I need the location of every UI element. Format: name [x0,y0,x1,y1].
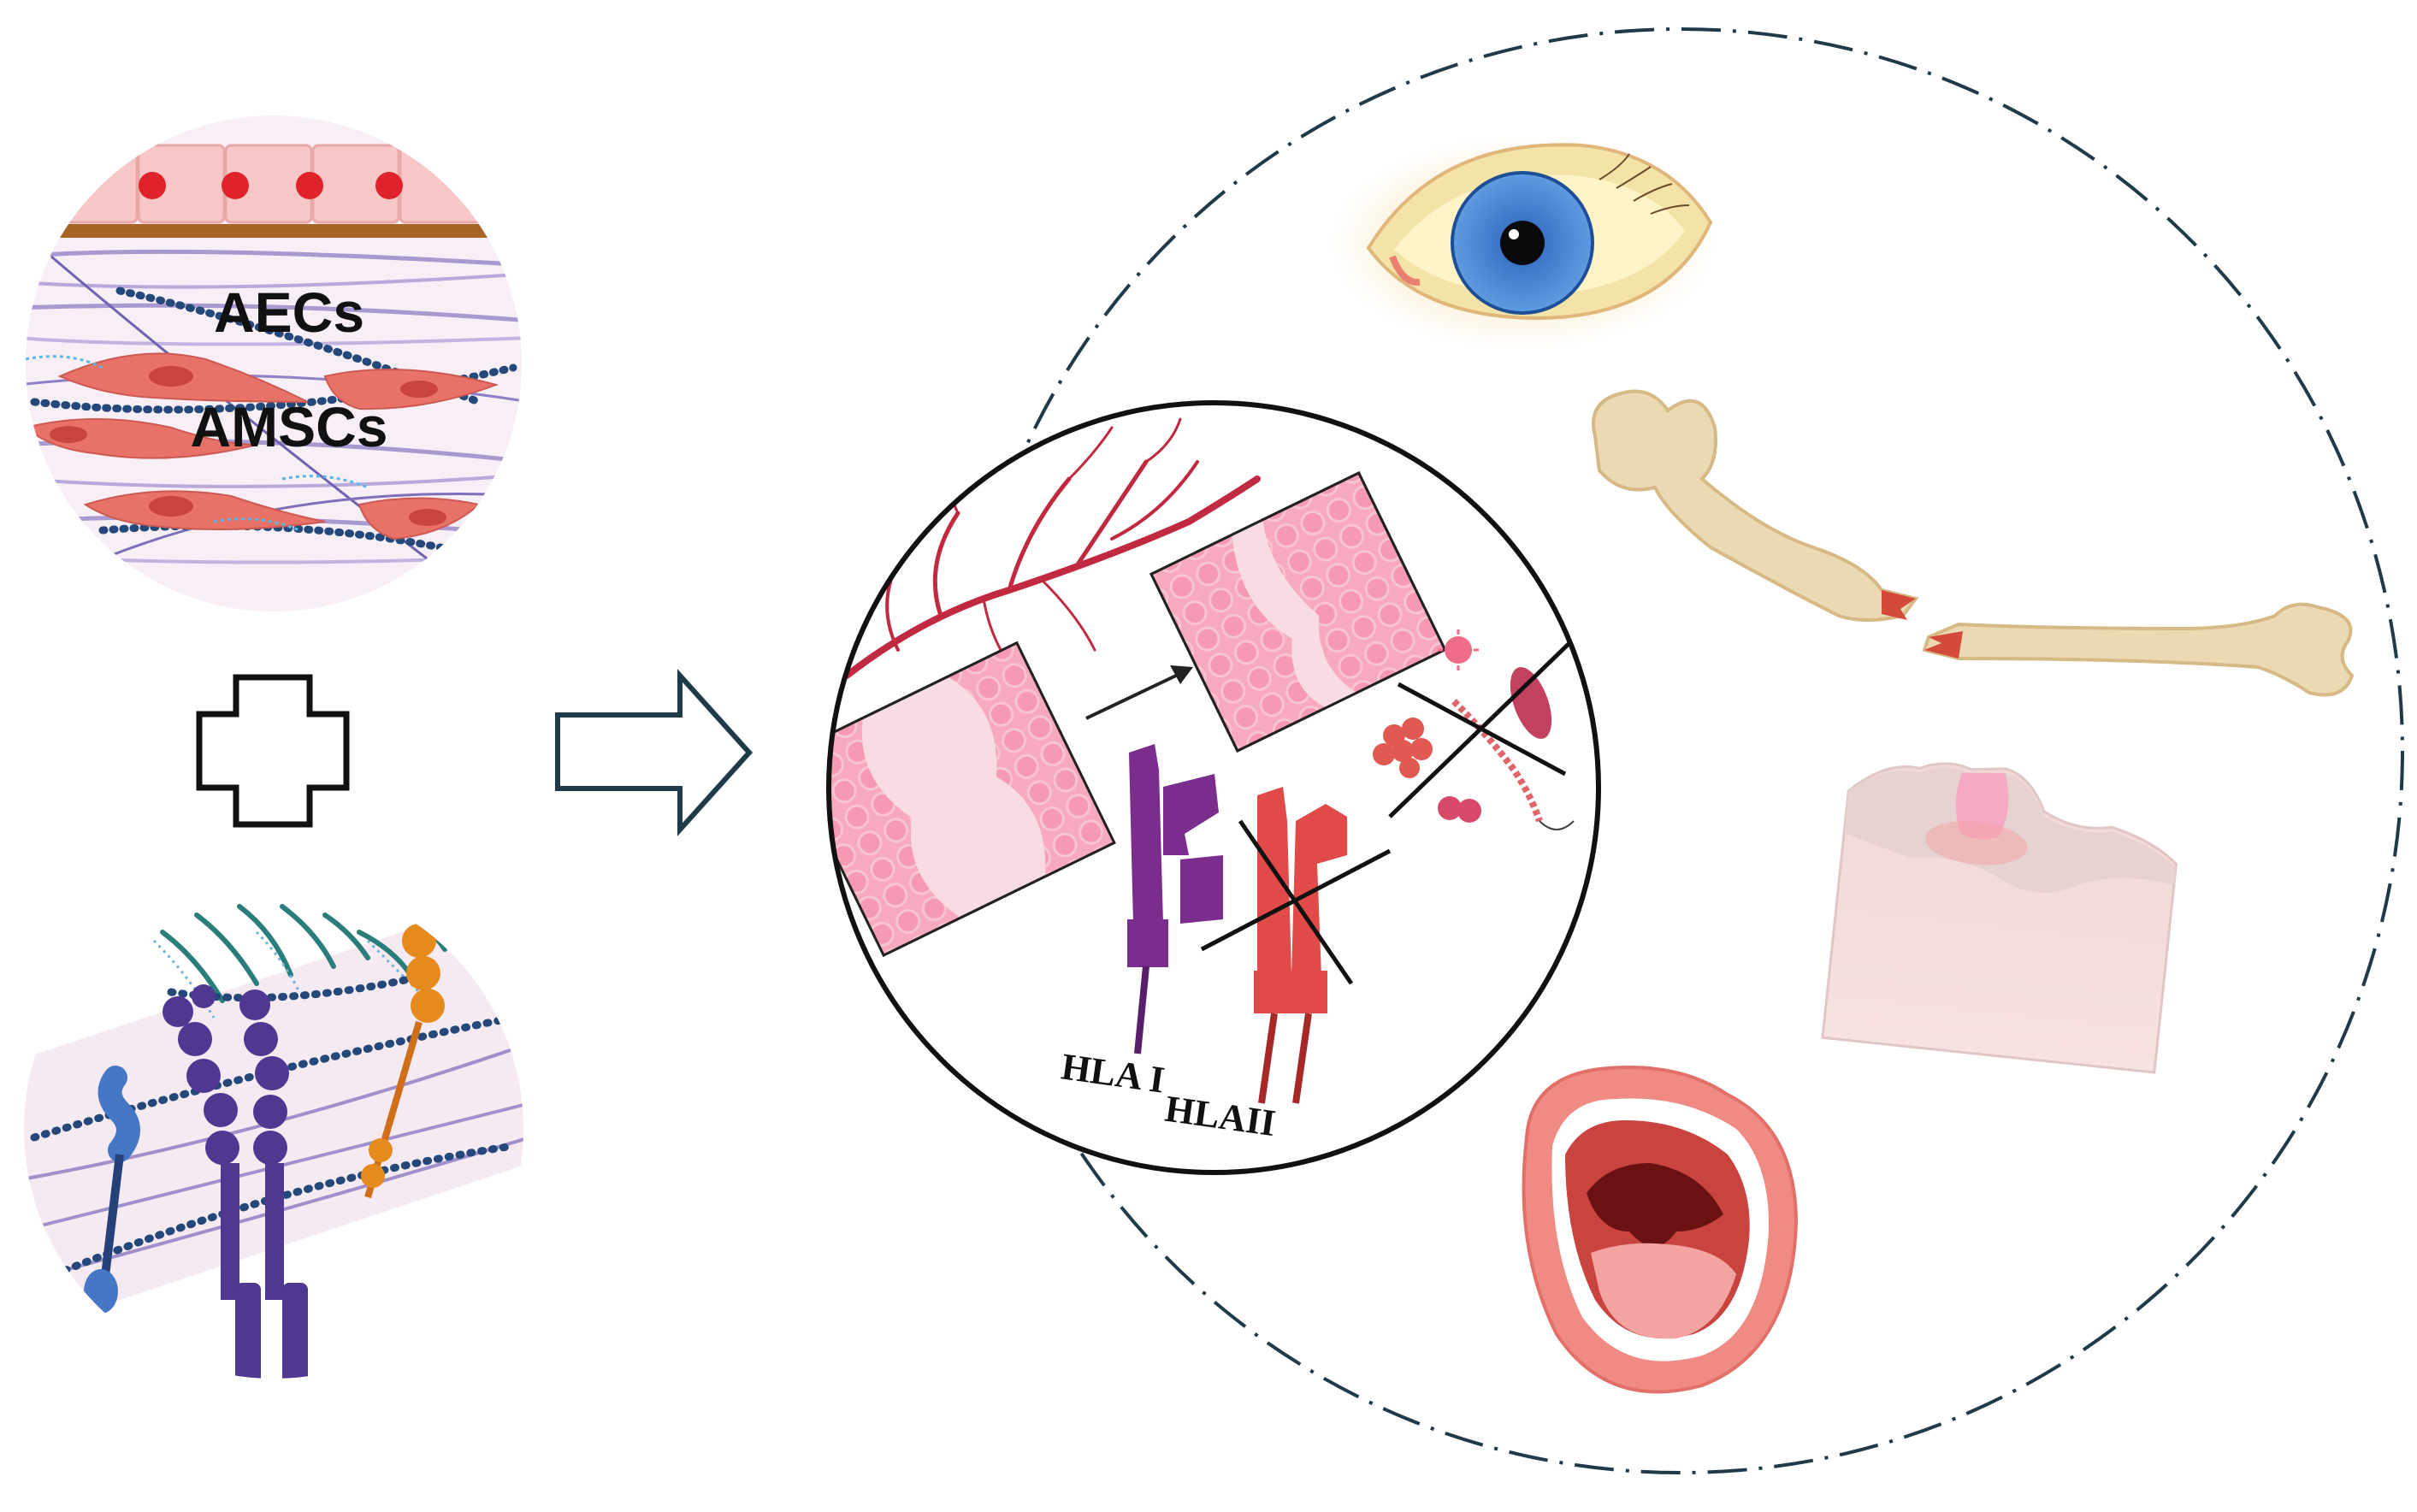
hla-i-receptor [1127,744,1223,1054]
hla-ii-receptor [1254,787,1347,1104]
wound-tissue-after [1149,470,1447,753]
open-mouth-icon [1522,1066,1799,1394]
hla-ii-cross-b [1200,848,1392,952]
applications-dashdot-circle [957,27,2404,1474]
eye-icon [1330,136,1715,350]
healing-arrow [1085,665,1193,720]
blue-receptor [84,1066,140,1314]
label-aecs: AECs [214,281,364,344]
orange-receptor [361,924,445,1199]
plus-icon [196,674,350,828]
mechanism-circle-outline [826,400,1601,1175]
epithelial-cells [50,144,488,224]
mechanism-circle-icon: HLA I HLAII [826,400,1601,1175]
amniotic-membrane-cells-icon: AECs AMSCs [26,115,522,611]
basement-membrane [26,224,522,238]
purple-integrins [163,984,308,1379]
pathogens-cross-b [1388,641,1571,818]
pathogens [1373,629,1575,830]
label-amscs: AMSCs [190,395,387,458]
extracellular-matrix-icon [24,879,523,1379]
right-arrow-icon [555,669,753,836]
fractured-bone-icon [1592,389,2355,697]
skin-wound-icon [1821,762,2178,1074]
